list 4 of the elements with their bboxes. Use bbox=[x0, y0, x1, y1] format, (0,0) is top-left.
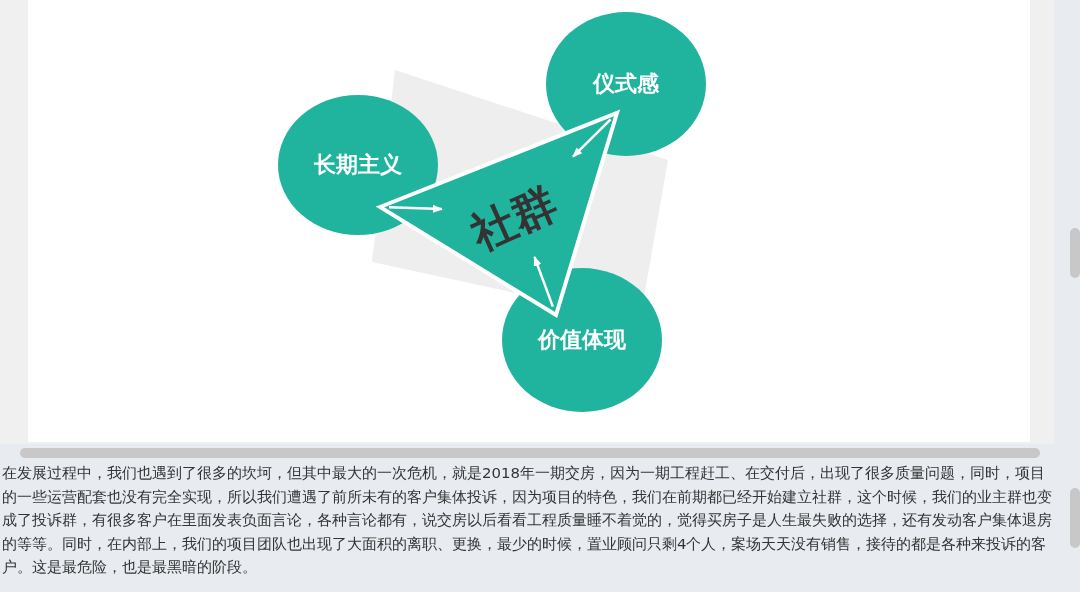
arrow bbox=[388, 204, 443, 213]
arrow bbox=[572, 118, 612, 158]
paragraph: 在发展过程中，我们也遇到了很多的坎坷，但其中最大的一次危机，就是2018年一期交房，因为一期工程赶工、在交付后，出现了很多质量问题，同时，项目的一些运营配套也没有完全实现，所以我们遭遇了前所未有的客户集体投诉，因为项目的特色，我们在前期都已经开始建立社群，这个时候，我们的业主群也变成了投诉群，有很多客户在里面发表负面言论，各种言论都有，说交房以后看看工程质量睡不着觉的，觉得买房子是人生最失败的选择，还有发动客户集体退房的等等。同时，在内部上，我们的项目团队也出现了大面积的离职、更换，最少的时候，置业顾问只剩4个人，案场天天没有销售，接待的都是各种来投诉的客户。这是最危险，也是最黑暗的阶段。 bbox=[2, 463, 1053, 579]
arrow bbox=[533, 255, 555, 307]
